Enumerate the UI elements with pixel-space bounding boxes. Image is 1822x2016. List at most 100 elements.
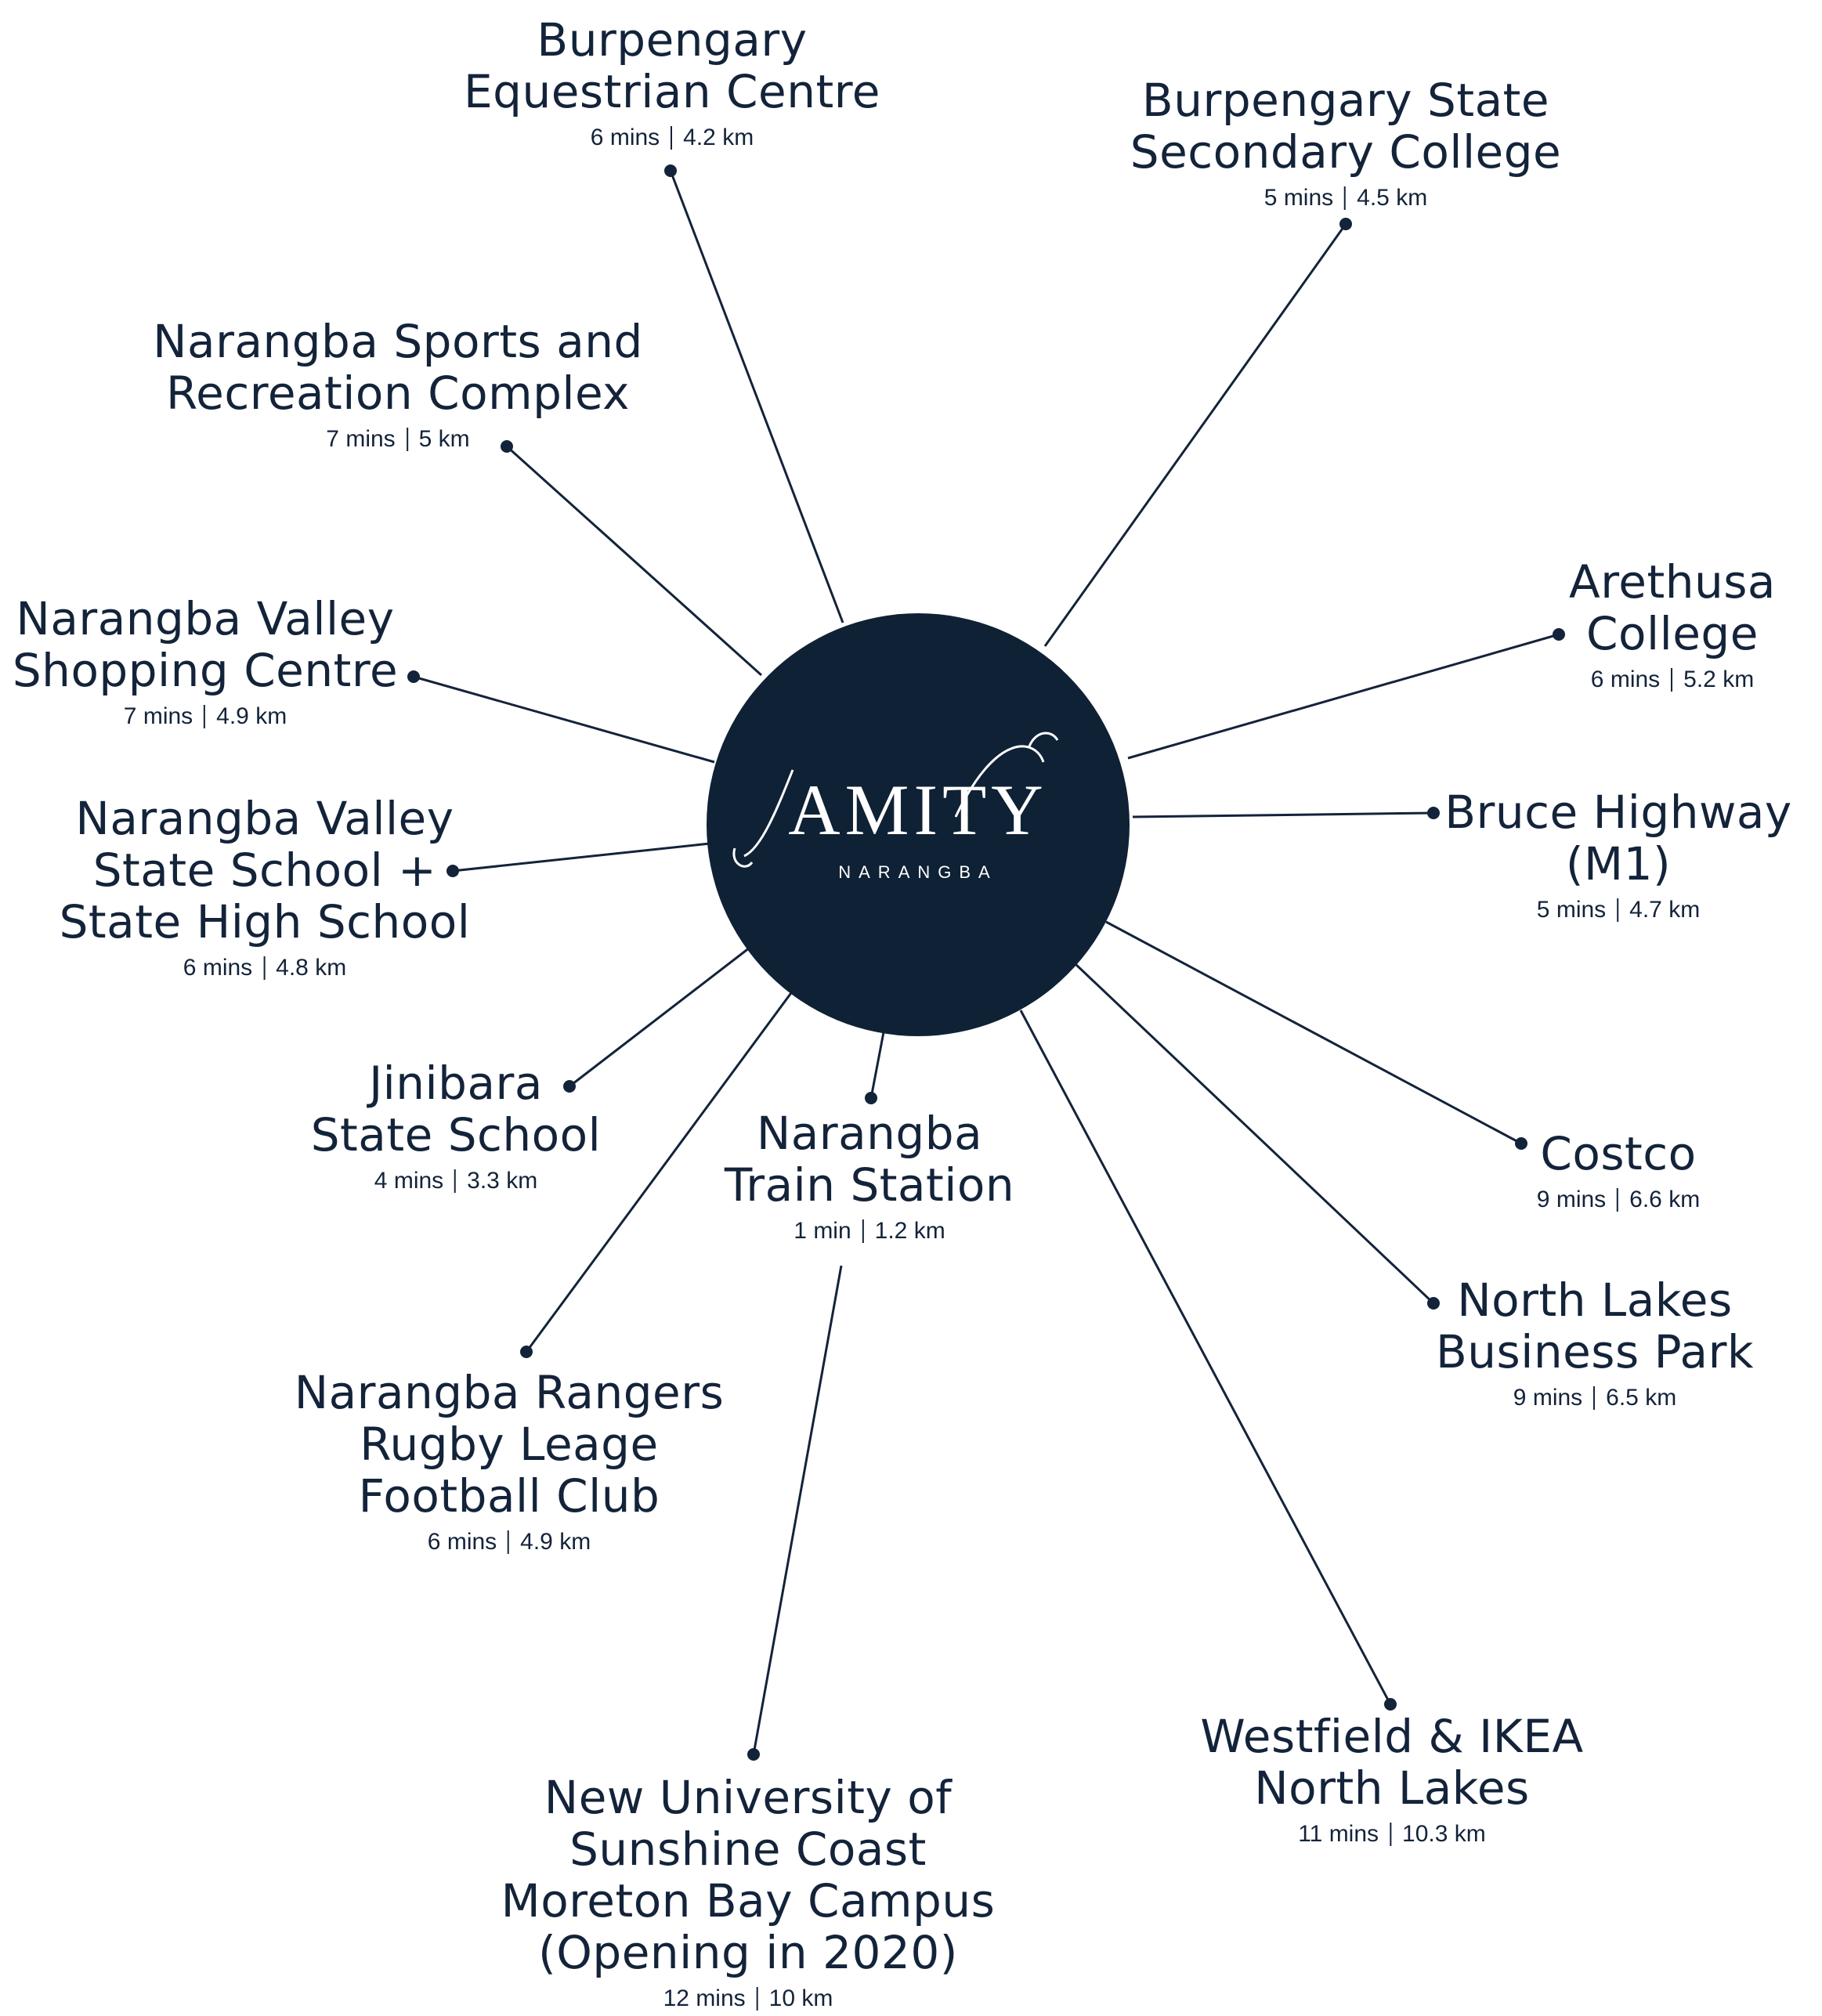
destination-name-line: Burpengary State bbox=[1141, 74, 1550, 127]
amity-hub-logo: AMITY NARANGBA bbox=[707, 613, 1130, 1036]
travel-distance: 10.3 km bbox=[1402, 1821, 1486, 1847]
separator-divider bbox=[204, 705, 206, 728]
connector-line-narangba-sports bbox=[505, 445, 763, 677]
travel-info: 1 min 1.2 km bbox=[725, 1214, 1014, 1248]
destination-name-line: Narangba Sports and bbox=[153, 315, 643, 368]
travel-time: 7 mins bbox=[326, 426, 396, 452]
travel-time: 7 mins bbox=[123, 703, 193, 729]
travel-distance: 5.2 km bbox=[1683, 667, 1755, 692]
travel-time: 11 mins bbox=[1298, 1821, 1379, 1847]
destination-name-line: North Lakes bbox=[1254, 1761, 1530, 1815]
separator-divider bbox=[1390, 1823, 1392, 1846]
travel-time: 12 mins bbox=[663, 1985, 746, 2011]
travel-info: 6 mins 5.2 km bbox=[1569, 663, 1776, 697]
destination-name-line: Jinibara bbox=[369, 1057, 543, 1110]
connector-line-westfield-ikea bbox=[1019, 1010, 1392, 1705]
marker-dot-narangba-sports bbox=[501, 440, 513, 453]
separator-divider bbox=[454, 1169, 457, 1193]
destination-name-line: Bruce Highway bbox=[1444, 786, 1792, 839]
separator-divider bbox=[508, 1530, 510, 1554]
travel-distance: 3.3 km bbox=[467, 1168, 538, 1194]
connector-line-north-lakes-business bbox=[1073, 962, 1435, 1305]
destination-name-line: Recreation Complex bbox=[165, 367, 631, 420]
destination-name-line: Westfield & IKEA bbox=[1200, 1710, 1584, 1763]
connector-line-narangba-valley-schools bbox=[452, 842, 710, 873]
travel-time: 6 mins bbox=[183, 955, 253, 981]
connector-line-jinibara-school bbox=[569, 946, 750, 1088]
travel-time: 9 mins bbox=[1536, 1187, 1607, 1212]
connector-line-burpengary-state-secondary bbox=[1043, 223, 1347, 647]
destination-name-line: Secondary College bbox=[1130, 125, 1562, 179]
travel-time: 1 min bbox=[794, 1218, 851, 1244]
destination-name-line: Narangba Valley bbox=[75, 792, 454, 845]
travel-distance: 10 km bbox=[768, 1985, 833, 2011]
destination-name-line: Arethusa bbox=[1569, 555, 1776, 609]
connector-line-burpengary-equestrian bbox=[669, 170, 844, 623]
marker-dot-north-lakes-business bbox=[1427, 1297, 1440, 1310]
destination-name-line: State School bbox=[310, 1108, 602, 1162]
separator-divider bbox=[1617, 898, 1619, 922]
marker-dot-usc-moreton-bay bbox=[747, 1748, 760, 1761]
marker-dot-narangba-train bbox=[865, 1092, 877, 1104]
travel-time: 9 mins bbox=[1513, 1385, 1583, 1411]
swash-ornament-icon bbox=[732, 732, 1059, 868]
marker-dot-jinibara-school bbox=[563, 1080, 576, 1093]
travel-time: 5 mins bbox=[1263, 185, 1334, 211]
travel-distance: 1.2 km bbox=[874, 1218, 945, 1244]
connector-line-arethusa-college bbox=[1127, 633, 1560, 760]
destination-name-line: Narangba Valley bbox=[16, 592, 395, 645]
marker-dot-westfield-ikea bbox=[1384, 1698, 1397, 1711]
brand-name: AMITY bbox=[788, 770, 1048, 850]
travel-time: 4 mins bbox=[374, 1168, 444, 1194]
destination-name-line: Equestrian Centre bbox=[463, 65, 881, 118]
separator-divider bbox=[756, 1987, 758, 2011]
separator-divider bbox=[1344, 186, 1347, 210]
travel-distance: 4.7 km bbox=[1629, 897, 1701, 923]
destination-name-line: Football Club bbox=[358, 1469, 660, 1523]
connector-line-bruce-highway bbox=[1132, 811, 1434, 818]
travel-info: 4 mins 3.3 km bbox=[311, 1164, 602, 1198]
travel-time: 6 mins bbox=[590, 125, 660, 150]
destination-name-line: New University of bbox=[544, 1771, 953, 1824]
separator-divider bbox=[1593, 1386, 1596, 1410]
connector-line-usc-moreton-bay bbox=[752, 1265, 843, 1755]
travel-info: 11 mins 10.3 km bbox=[1200, 1817, 1583, 1852]
travel-distance: 5 km bbox=[418, 426, 470, 452]
travel-info: 7 mins 5 km bbox=[153, 422, 643, 457]
brand-subtitle: NARANGBA bbox=[838, 862, 998, 882]
destination-name-line: State High School bbox=[59, 895, 471, 948]
marker-dot-burpengary-state-secondary bbox=[1339, 218, 1352, 230]
destination-name-line: (M1) bbox=[1565, 837, 1672, 891]
connector-line-narangba-train bbox=[869, 1031, 885, 1099]
connector-line-costco bbox=[1105, 920, 1522, 1145]
destination-name-line: Business Park bbox=[1435, 1325, 1755, 1378]
connector-line-narangba-rangers bbox=[525, 990, 794, 1353]
destination-name-line: Narangba bbox=[756, 1107, 983, 1160]
travel-time: 6 mins bbox=[1590, 667, 1661, 692]
travel-distance: 4.5 km bbox=[1357, 185, 1428, 211]
separator-divider bbox=[1617, 1188, 1619, 1212]
travel-time: 6 mins bbox=[427, 1529, 497, 1555]
travel-info: 12 mins 10 km bbox=[501, 1982, 996, 2016]
marker-dot-costco bbox=[1515, 1137, 1527, 1150]
marker-dot-narangba-valley-shopping bbox=[407, 670, 420, 683]
destination-name-line: Costco bbox=[1540, 1127, 1697, 1180]
connector-line-narangba-valley-shopping bbox=[413, 675, 715, 764]
separator-divider bbox=[862, 1219, 864, 1243]
